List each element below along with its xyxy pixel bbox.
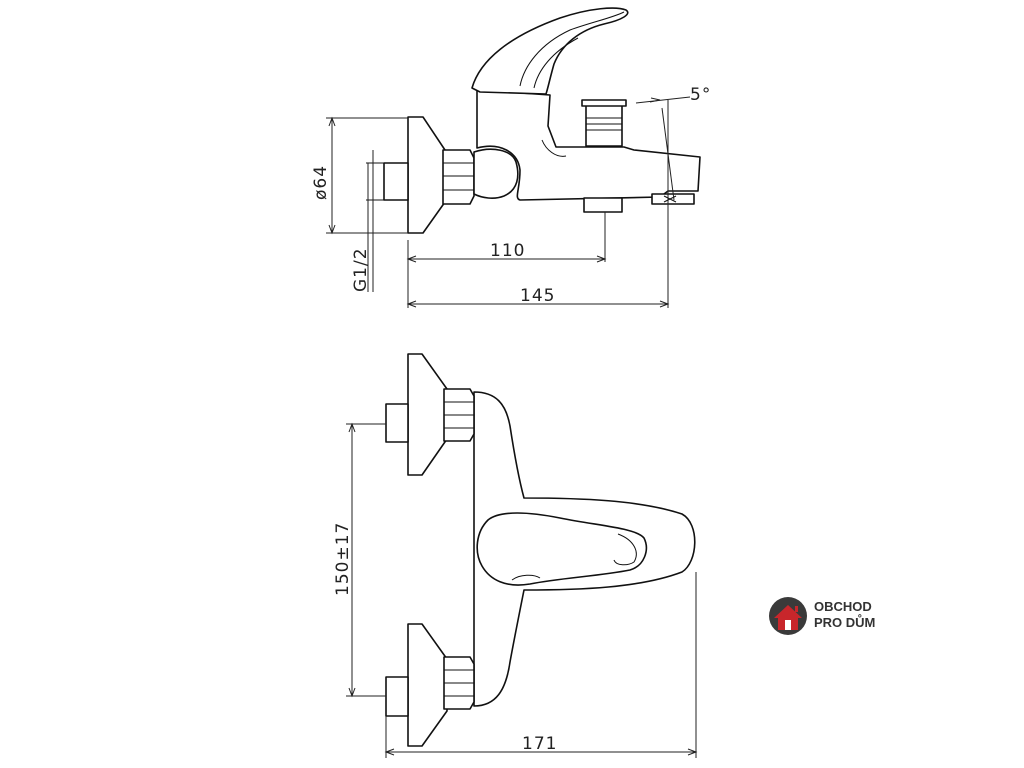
side-hex-nut — [442, 149, 475, 205]
total-width-label: 171 — [522, 734, 557, 754]
brand-logo: OBCHOD PRO DŮM — [768, 596, 888, 636]
house-logo-icon — [769, 597, 807, 635]
side-diverter-knob — [585, 103, 623, 147]
brand-line-2: PRO DŮM — [814, 615, 876, 630]
front-dimensions: 150±17 171 — [333, 422, 698, 758]
inlet-spacing-label: 150±17 — [333, 522, 353, 596]
front-lever — [476, 512, 648, 586]
front-view — [385, 353, 696, 747]
diameter-label: ø64 — [311, 165, 331, 200]
thread-label: G1/2 — [351, 247, 371, 292]
angle-label: 5° — [690, 85, 711, 105]
spout-reach-label: 110 — [490, 241, 525, 261]
front-top-escutcheon — [407, 353, 448, 476]
side-inlet-stub — [383, 162, 409, 201]
total-depth-label: 145 — [520, 286, 555, 306]
side-shower-outlet — [583, 197, 623, 213]
brand-line-1: OBCHOD — [814, 599, 872, 614]
side-aerator — [651, 193, 695, 205]
side-view — [366, 7, 701, 234]
side-escutcheon — [407, 116, 446, 234]
brand-name: OBCHOD PRO DŮM — [814, 599, 875, 631]
side-dimensions: ø64 G1/2 110 145 5° — [311, 85, 711, 308]
front-bottom-escutcheon — [407, 623, 448, 747]
front-bottom-inlet — [385, 676, 409, 717]
side-lever-handle — [471, 7, 629, 95]
front-top-inlet — [385, 403, 409, 443]
side-mixer-body — [476, 89, 701, 201]
side-connector — [473, 148, 519, 199]
